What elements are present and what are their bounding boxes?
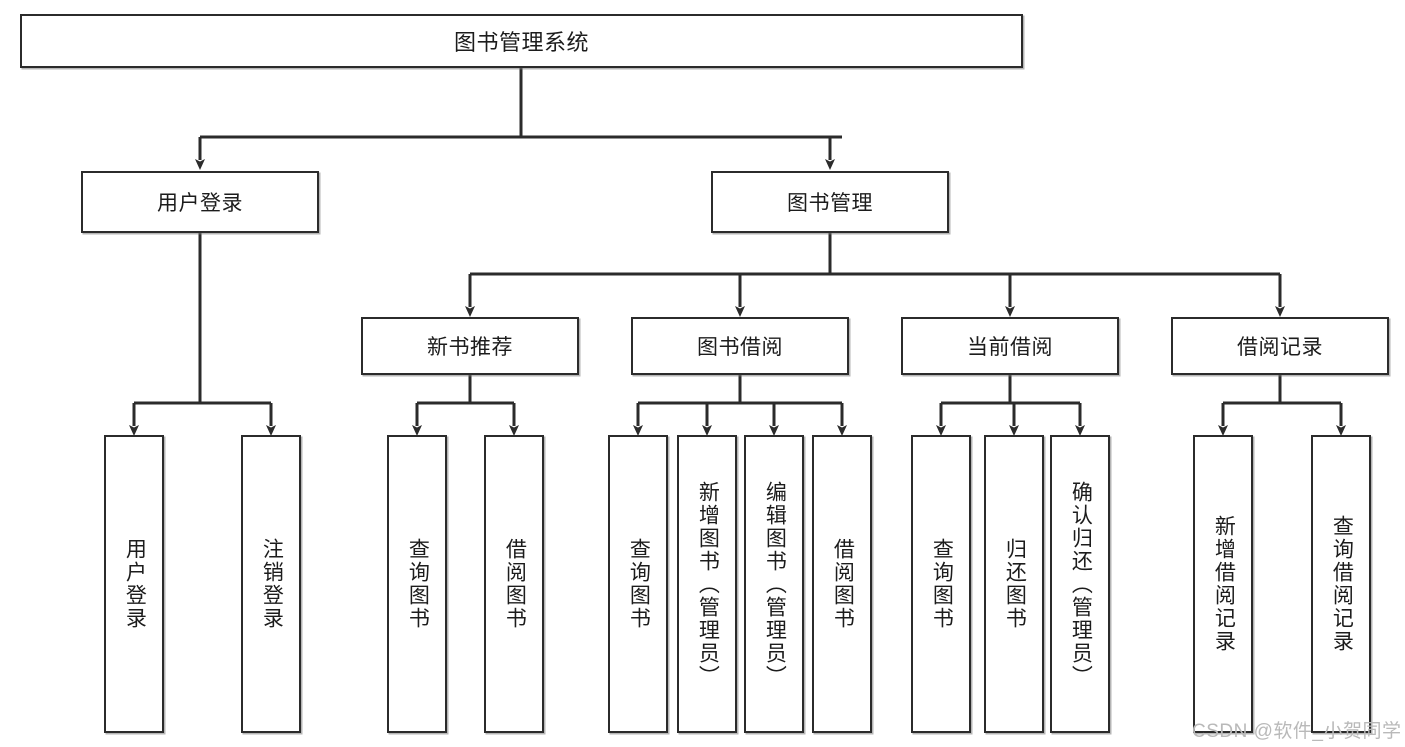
node-leaf-query-record-label: 查询借阅记录 xyxy=(1330,515,1354,653)
node-current-borrow-label: 当前借阅 xyxy=(967,336,1053,359)
node-leaf-return-book[interactable]: 归还图书 xyxy=(984,435,1044,733)
node-book-borrow-label: 图书借阅 xyxy=(697,336,783,359)
node-new-book-rec[interactable]: 新书推荐 xyxy=(361,317,579,375)
node-leaf-query-book-1-label: 查询图书 xyxy=(406,538,430,630)
node-user-login[interactable]: 用户登录 xyxy=(81,171,319,233)
node-leaf-query-book-2-label: 查询图书 xyxy=(627,538,651,630)
node-root[interactable]: 图书管理系统 xyxy=(20,14,1023,68)
edge-group-borrow-record xyxy=(1218,375,1346,436)
node-leaf-user-login-label: 用户登录 xyxy=(123,538,147,630)
node-leaf-borrow-book-2-label: 借阅图书 xyxy=(831,538,855,630)
node-leaf-add-record[interactable]: 新增借阅记录 xyxy=(1193,435,1253,733)
node-leaf-query-book-3[interactable]: 查询图书 xyxy=(911,435,971,733)
node-leaf-edit-book[interactable]: 编辑图书（管理员） xyxy=(744,435,804,733)
node-leaf-edit-book-label: 编辑图书（管理员） xyxy=(763,480,787,688)
node-borrow-record-label: 借阅记录 xyxy=(1237,336,1323,359)
node-new-book-rec-label: 新书推荐 xyxy=(427,336,513,359)
node-leaf-add-record-label: 新增借阅记录 xyxy=(1212,515,1236,653)
node-leaf-logout-label: 注销登录 xyxy=(260,538,284,630)
node-book-borrow[interactable]: 图书借阅 xyxy=(631,317,849,375)
node-leaf-add-book[interactable]: 新增图书（管理员） xyxy=(677,435,737,733)
node-root-label: 图书管理系统 xyxy=(453,30,589,55)
node-current-borrow[interactable]: 当前借阅 xyxy=(901,317,1119,375)
node-leaf-user-login[interactable]: 用户登录 xyxy=(104,435,164,733)
node-leaf-borrow-book-2[interactable]: 借阅图书 xyxy=(812,435,872,733)
node-leaf-borrow-book-1-label: 借阅图书 xyxy=(503,538,527,630)
edge-group-user-login xyxy=(129,233,276,436)
node-leaf-confirm-return-label: 确认归还（管理员） xyxy=(1069,480,1093,688)
node-book-manage[interactable]: 图书管理 xyxy=(711,171,949,233)
node-leaf-query-book-3-label: 查询图书 xyxy=(930,538,954,630)
node-leaf-query-book-2[interactable]: 查询图书 xyxy=(608,435,668,733)
edge-group-book-borrow xyxy=(633,375,847,436)
node-book-manage-label: 图书管理 xyxy=(787,192,873,215)
edge-group-current-borrow xyxy=(936,375,1085,436)
node-leaf-confirm-return[interactable]: 确认归还（管理员） xyxy=(1050,435,1110,733)
node-borrow-record[interactable]: 借阅记录 xyxy=(1171,317,1389,375)
node-leaf-query-book-1[interactable]: 查询图书 xyxy=(387,435,447,733)
csdn-watermark: CSDN @软件_小贺同学 xyxy=(1192,721,1402,742)
edge-group-new-book-rec xyxy=(412,375,519,436)
node-user-login-label: 用户登录 xyxy=(157,192,243,215)
node-leaf-return-book-label: 归还图书 xyxy=(1003,538,1027,630)
node-leaf-add-book-label: 新增图书（管理员） xyxy=(696,480,720,688)
edge-group-book-manage xyxy=(465,233,1285,317)
node-leaf-query-record[interactable]: 查询借阅记录 xyxy=(1311,435,1371,733)
node-leaf-logout[interactable]: 注销登录 xyxy=(241,435,301,733)
edge-group-root xyxy=(195,68,842,170)
node-leaf-borrow-book-1[interactable]: 借阅图书 xyxy=(484,435,544,733)
